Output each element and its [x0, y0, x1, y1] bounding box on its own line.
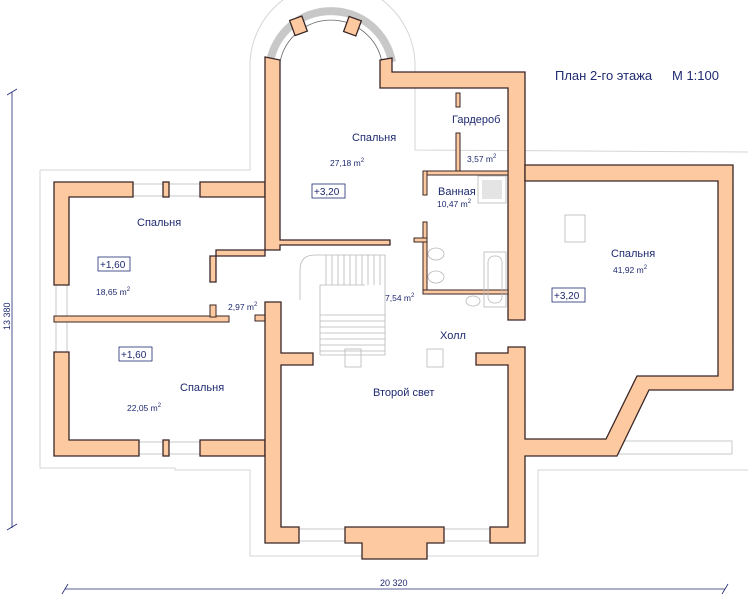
room-level: +3,20 — [554, 291, 580, 302]
bathtub-icon — [483, 251, 507, 308]
room-area: 18,65 m2 — [96, 287, 131, 297]
level-box — [118, 346, 153, 362]
room-area: 2,97 m2 — [228, 302, 258, 312]
room-name: Спальня — [180, 382, 224, 394]
plan-scale: М 1:100 — [672, 68, 719, 83]
room-area: 3,57 m2 — [467, 154, 497, 164]
toilet-icon — [427, 247, 445, 261]
level-box — [551, 287, 586, 303]
bidet-icon — [427, 270, 445, 284]
walls — [53, 56, 734, 560]
width-dimension: 20 320 — [380, 578, 408, 588]
room-name: Второй свет — [373, 387, 434, 399]
room-area: 10,47 m2 — [437, 199, 472, 209]
room-level: +1,60 — [121, 350, 147, 361]
bay-pillar — [342, 15, 363, 37]
room-area: 41,92 m2 — [613, 265, 648, 275]
windows — [55, 183, 733, 542]
room-area: 22,05 m2 — [127, 403, 162, 413]
height-dimension: 13 380 — [2, 302, 12, 330]
room-name: Гардероб — [452, 114, 500, 126]
room-name: Спальня — [611, 248, 655, 260]
room-name: Холл — [440, 330, 466, 342]
bay-pillar — [288, 15, 309, 37]
fixtures — [344, 175, 586, 368]
room-area: 7,54 m2 — [385, 293, 415, 303]
sink-icon — [465, 295, 481, 307]
plan-title: План 2-го этажа — [555, 68, 653, 83]
staircase — [299, 254, 386, 356]
level-box — [97, 256, 131, 272]
room-area: 27,18 m2 — [330, 158, 365, 168]
room-level: +3,20 — [314, 187, 340, 198]
room-name: Спальня — [137, 217, 181, 229]
bay-inner-line — [279, 19, 383, 63]
level-box — [311, 183, 346, 199]
dimension-lines — [6, 88, 729, 595]
shower-tray — [482, 180, 502, 199]
terrace-outline — [39, 0, 748, 557]
column-icon — [344, 348, 362, 368]
chimney-icon — [564, 214, 586, 243]
shower-icon — [477, 175, 507, 204]
room-name: Спальня — [352, 132, 396, 144]
room-level: +1,60 — [100, 260, 126, 271]
bay-window-arc — [266, 7, 396, 63]
room-name: Ванная — [438, 186, 476, 198]
column-icon — [426, 348, 444, 368]
